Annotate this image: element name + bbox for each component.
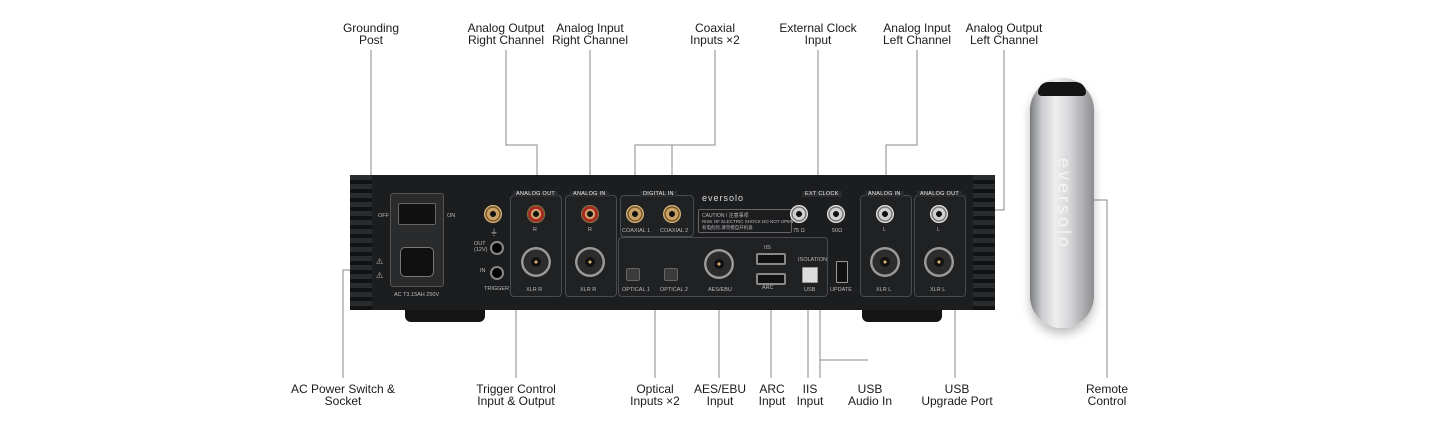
remote-top-cap xyxy=(1038,82,1086,96)
analog-in-right-panel xyxy=(565,195,617,297)
aes-ebu-input[interactable] xyxy=(704,249,734,279)
trigger-out-jack[interactable] xyxy=(490,241,504,255)
aes-ebu-label: AES/EBU xyxy=(708,287,732,293)
arc-input[interactable] xyxy=(756,273,786,285)
power-on-label: ON xyxy=(447,213,456,219)
analog-in-left-xlr[interactable] xyxy=(870,247,900,277)
ext-clock-tag: EXT CLOCK xyxy=(802,191,842,197)
device-foot-left xyxy=(405,310,485,322)
analog-out-left-xlr[interactable] xyxy=(924,247,954,277)
caution-box xyxy=(698,209,792,233)
coaxial-1-label: COAXIAL 1 xyxy=(622,228,651,234)
analog-out-right-xlr-label: XLR R xyxy=(526,287,543,293)
caution-text: RISK OF ELECTRIC SHOCK DO NOT OPEN xyxy=(702,219,794,224)
optical-2-input[interactable] xyxy=(664,268,678,281)
power-off-label: OFF xyxy=(378,213,389,219)
analog-out-left-xlr-label: XLR L xyxy=(930,287,946,293)
usb-upgrade-port[interactable] xyxy=(836,261,848,283)
analog-in-right-xlr-label: XLR R xyxy=(580,287,597,293)
callout-ac-power: AC Power Switch &Socket xyxy=(290,382,396,408)
warning-icon-2: ⚠ xyxy=(376,271,384,280)
trigger-label: TRIGGER xyxy=(484,286,510,292)
device-foot-right xyxy=(862,310,942,322)
ext-clock-75-input[interactable] xyxy=(790,205,808,223)
coaxial-1-input[interactable] xyxy=(626,205,644,223)
device-back-panel: OFF ON AC T3.15AH 250V ⚠ ⚠ ⏚ OUT (12V) I… xyxy=(350,175,995,310)
optical-1-input[interactable] xyxy=(626,268,640,281)
remote-control: eversolo xyxy=(1030,78,1094,328)
warning-icon: ⚠ xyxy=(376,257,384,266)
usb-label: USB xyxy=(804,287,816,293)
trigger-in-label: IN xyxy=(480,268,486,274)
iis-label: IIS xyxy=(764,245,771,251)
optical-1-label: OPTICAL 1 xyxy=(622,287,650,293)
analog-in-right-tag: ANALOG IN xyxy=(570,191,609,197)
caution-title: CAUTION / 注意事项 xyxy=(702,213,749,219)
ext-clock-50-input[interactable] xyxy=(827,205,845,223)
arc-label: ARC xyxy=(762,285,774,291)
analog-out-right-r: R xyxy=(533,227,537,233)
coaxial-2-input[interactable] xyxy=(663,205,681,223)
analog-in-left-rca[interactable] xyxy=(876,205,894,223)
analog-in-right-rca[interactable] xyxy=(581,205,599,223)
device-brand: eversolo xyxy=(702,193,745,203)
ground-icon: ⏚ xyxy=(490,228,498,237)
power-switch[interactable] xyxy=(398,203,436,225)
iis-input[interactable] xyxy=(756,253,786,265)
trigger-out-label: OUT (12V) xyxy=(474,241,488,253)
heatsink-left xyxy=(350,175,372,310)
ext-clock-50-label: 50Ω xyxy=(832,228,843,234)
digital-in-tag: DIGITAL IN xyxy=(640,191,677,197)
analog-in-right-r: R xyxy=(588,227,592,233)
usb-audio-input[interactable] xyxy=(802,267,818,283)
ac-rating-label: AC T3.15AH 250V xyxy=(394,292,440,298)
ac-socket[interactable] xyxy=(400,247,434,277)
update-label: UPDATE xyxy=(830,287,852,293)
line-analog-in-left xyxy=(885,50,918,190)
analog-out-right-rca[interactable] xyxy=(527,205,545,223)
analog-out-left-rca[interactable] xyxy=(930,205,948,223)
line-remote xyxy=(1094,199,1108,378)
analog-out-right-tag: ANALOG OUT xyxy=(513,191,559,197)
analog-in-left-tag: ANALOG IN xyxy=(865,191,904,197)
analog-in-left-l: L xyxy=(883,227,887,233)
caution-cn: 有电危险,请勿擅自开机盖 xyxy=(702,225,753,230)
grounding-post[interactable] xyxy=(484,205,502,223)
remote-brand: eversolo xyxy=(1054,158,1074,251)
analog-in-right-xlr[interactable] xyxy=(575,247,605,277)
analog-out-left-tag: ANALOG OUT xyxy=(917,191,963,197)
line-usb-audio xyxy=(819,359,868,378)
coaxial-2-label: COAXIAL 2 xyxy=(660,228,689,234)
line-analog-out-right xyxy=(505,50,538,190)
analog-out-right-xlr[interactable] xyxy=(521,247,551,277)
optical-2-label: OPTICAL 2 xyxy=(660,287,688,293)
trigger-in-jack[interactable] xyxy=(490,266,504,280)
isolation-label: ISOLATION xyxy=(798,257,827,263)
analog-out-left-l: L xyxy=(937,227,941,233)
heatsink-right xyxy=(973,175,995,310)
ext-clock-75-label: 75 Ω xyxy=(793,228,805,234)
analog-in-left-xlr-label: XLR L xyxy=(876,287,892,293)
